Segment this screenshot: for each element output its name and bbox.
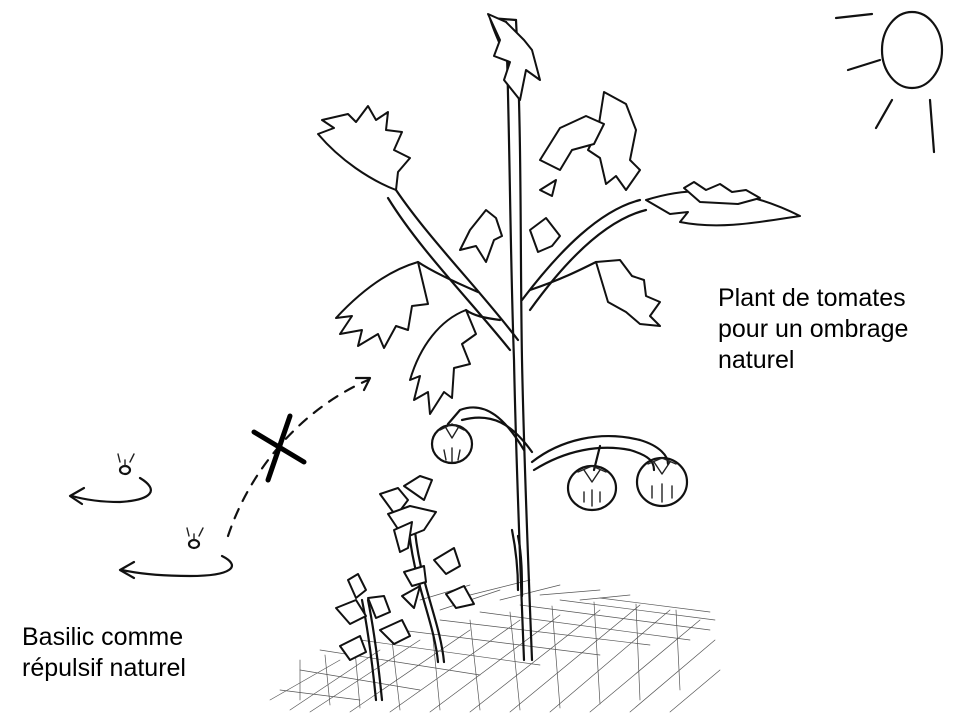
tomato-caption-line: naturel [718,345,908,376]
tomato-caption-line: pour un ombrage [718,314,908,345]
sun-icon [836,12,942,152]
insect-icon [120,528,232,578]
cross-mark-icon [254,416,304,480]
basil-caption-line: Basilic comme [22,622,186,653]
insect-icon [70,454,151,504]
basil-plant-icon [336,574,410,700]
tomato-plant-caption: Plant de tomates pour un ombrage naturel [718,283,908,376]
tomato-caption-line: Plant de tomates [718,283,908,314]
tomato-fruit-icon [568,466,616,510]
basil-caption: Basilic comme répulsif naturel [22,622,186,684]
soil-hatching [270,580,720,712]
tomato-fruit-icon [637,458,687,506]
basil-caption-line: répulsif naturel [22,653,186,684]
tomato-fruit-icon [432,424,472,463]
